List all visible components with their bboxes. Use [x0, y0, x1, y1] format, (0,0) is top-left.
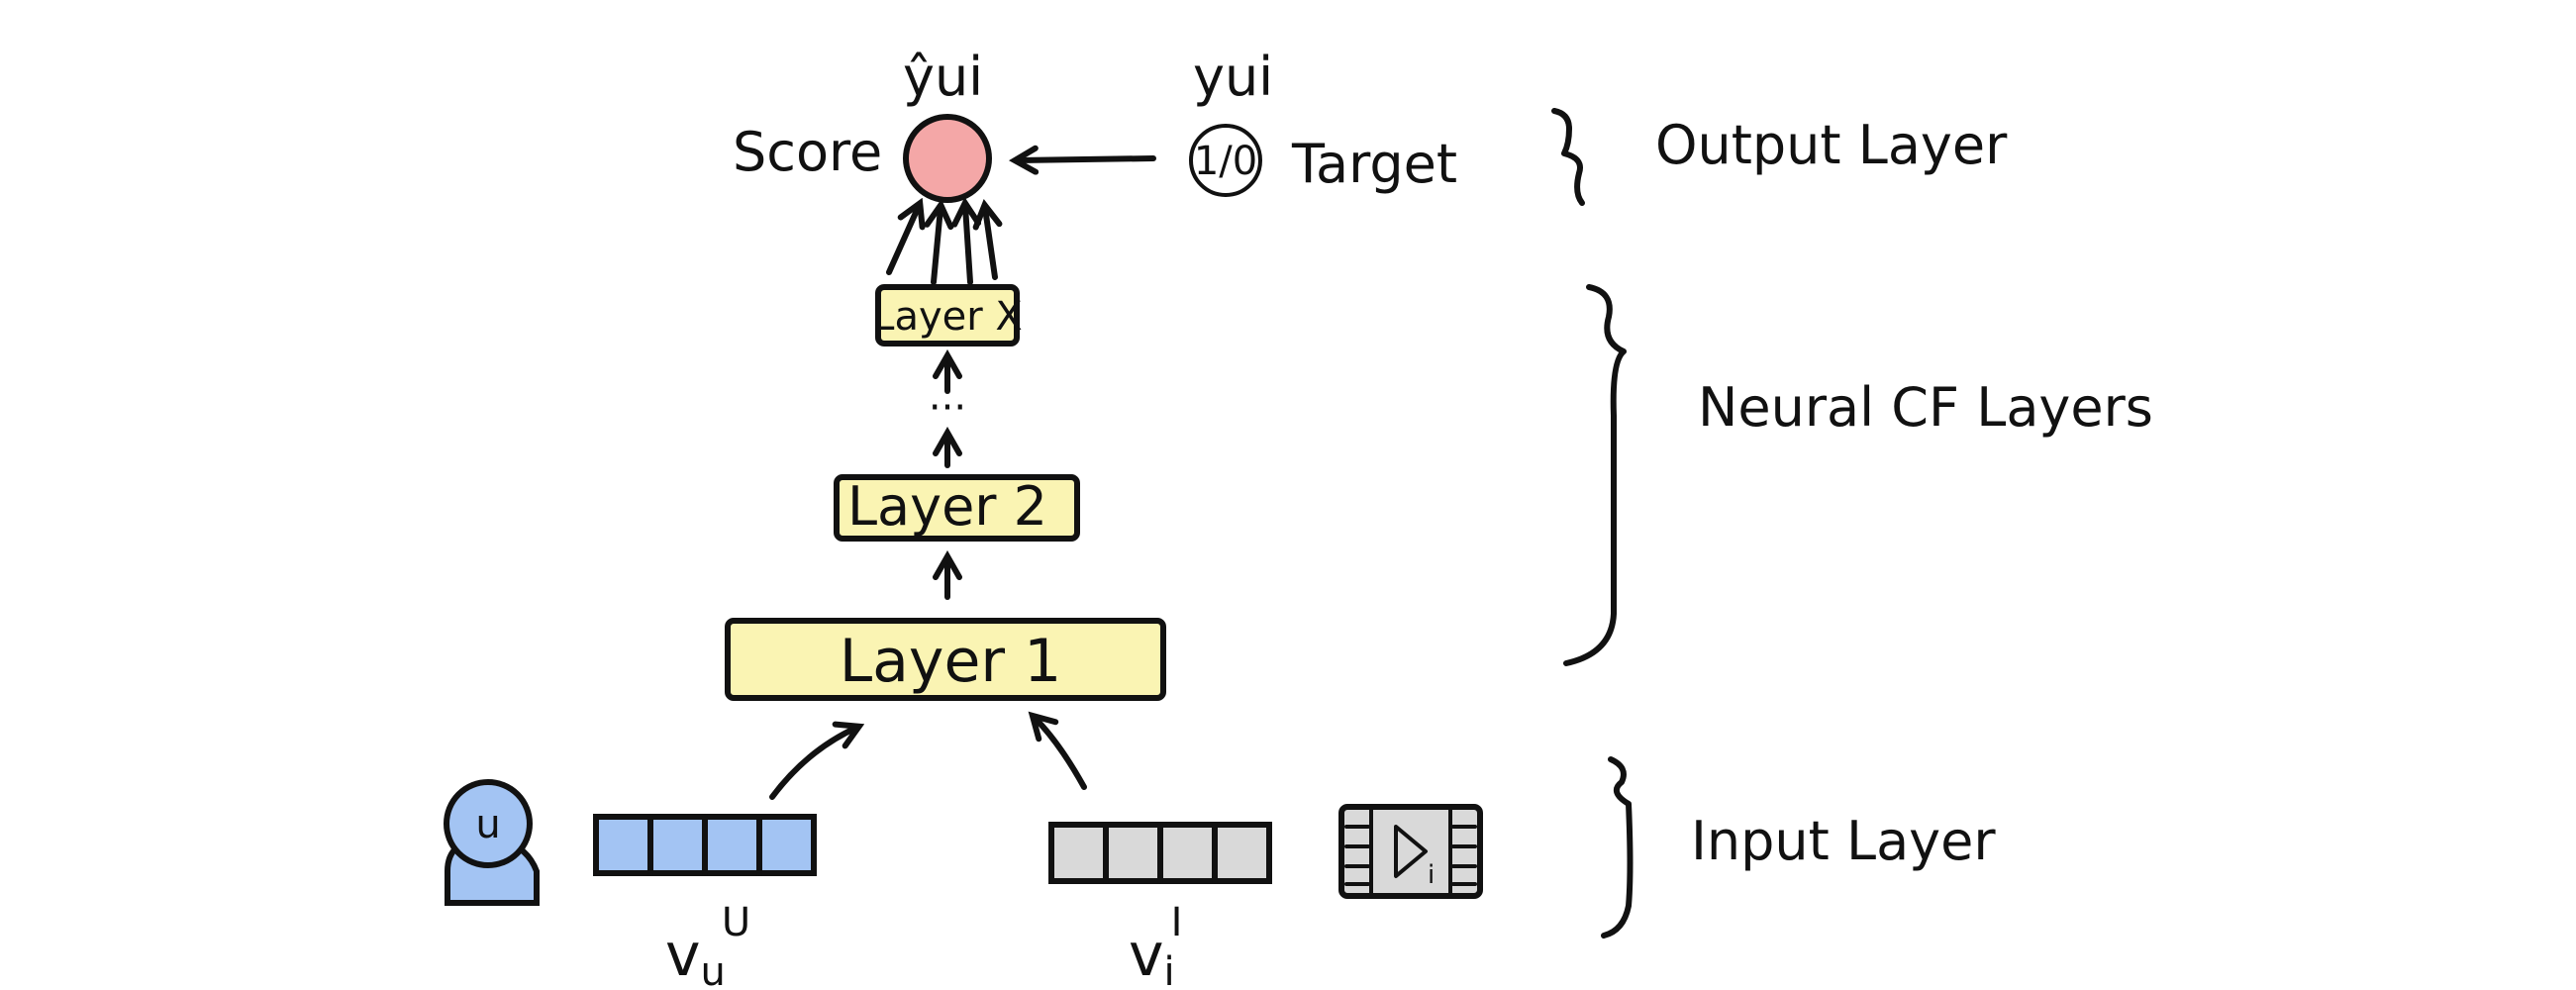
layerx-to-score-arrow-1	[886, 197, 926, 275]
layerx-to-score-arrow-4	[972, 199, 1003, 280]
item-film-icon: i	[1338, 804, 1483, 899]
neural-cf-brace	[1563, 284, 1627, 666]
user-icon-label: u	[475, 802, 500, 847]
score-node	[903, 114, 992, 203]
layer-x-label: Layer X	[872, 294, 1023, 340]
layer-1-label: Layer 1	[840, 627, 1062, 696]
layer-1-box	[725, 618, 1166, 701]
score-label: Score	[733, 121, 882, 183]
target-text: Target	[1291, 133, 1457, 195]
item-icon-label: i	[1428, 860, 1435, 890]
item-vector-arrow	[1028, 711, 1087, 790]
target-label: yui	[1193, 46, 1273, 108]
input-layer-label: Input Layer	[1691, 810, 1996, 872]
output-layer-label: Output Layer	[1655, 114, 2008, 176]
target-value: 1/0	[1194, 139, 1257, 184]
user-vector-arrow	[769, 721, 865, 800]
target-node	[1189, 124, 1262, 197]
layerx-to-score-arrow-2	[924, 198, 954, 285]
user-vector-label: vuU	[665, 900, 750, 990]
input-layer-brace	[1601, 756, 1634, 939]
neural-cf-layers-label: Neural CF Layers	[1698, 376, 2153, 439]
output-layer-brace	[1551, 108, 1585, 206]
play-icon	[1394, 825, 1428, 878]
item-vector-label: viI	[1129, 900, 1182, 990]
layer-2-label: Layer 2	[847, 475, 1047, 538]
layer-2-box	[834, 474, 1080, 542]
layer-x-box	[875, 284, 1020, 346]
item-embedding-vector	[1048, 822, 1272, 884]
prediction-label: ŷui	[903, 46, 983, 108]
layerx-to-score-arrow-3	[951, 196, 982, 285]
user-embedding-vector	[593, 814, 817, 876]
target-arrow	[1008, 145, 1156, 175]
layers-ellipsis: ···	[929, 385, 966, 431]
user-icon: u	[444, 779, 540, 906]
